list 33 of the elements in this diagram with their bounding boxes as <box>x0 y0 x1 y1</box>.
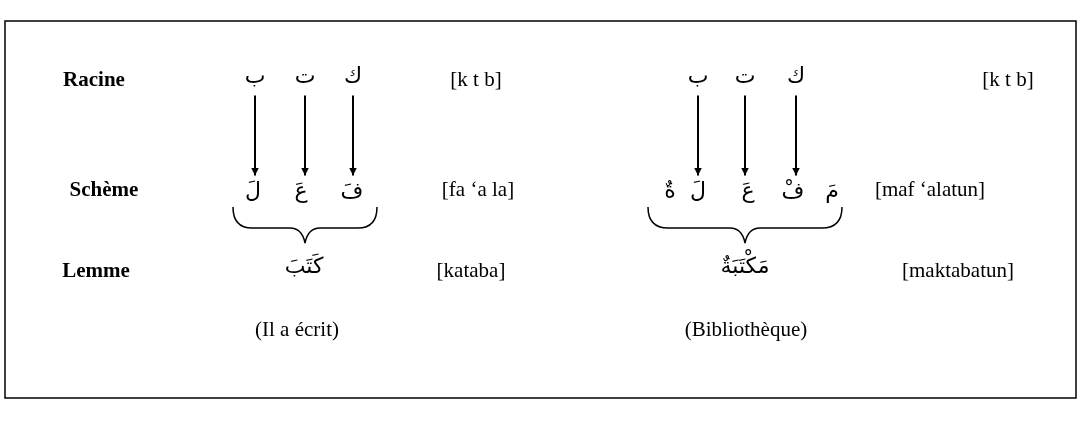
row-heading: Schème <box>69 177 139 203</box>
letter: مَ <box>825 173 839 207</box>
letter: لَ <box>245 173 261 207</box>
letter: ك <box>786 58 806 92</box>
arrow <box>741 94 749 177</box>
letter: ت <box>734 58 756 92</box>
transliteration: [maktabatun] <box>902 258 1014 284</box>
letter: ت <box>294 58 316 92</box>
arabic-word: كَتَبَ <box>284 251 324 280</box>
arrow <box>694 94 702 177</box>
transliteration: [kataba] <box>436 258 506 284</box>
letter: فَ <box>340 173 364 207</box>
arabic-word: مَكْتَبَةٌ <box>720 248 770 282</box>
arrow <box>349 94 357 177</box>
transliteration: [k t b] <box>450 67 502 93</box>
letter: ةٌ <box>664 173 676 207</box>
letter: ب <box>244 58 266 92</box>
letter: ب <box>687 58 709 92</box>
transliteration: (Il a écrit) <box>255 317 339 343</box>
letter: عَ <box>294 173 308 207</box>
transliteration: (Bibliothèque) <box>684 317 808 343</box>
letter: لَ <box>690 173 706 207</box>
row-heading: Lemme <box>62 258 130 284</box>
letter: فْ <box>781 173 805 207</box>
letter: عَ <box>741 173 755 207</box>
row-heading: Racine <box>63 67 125 93</box>
transliteration: [fa ‘a la] <box>441 177 515 203</box>
arrow <box>251 94 259 177</box>
arrow <box>792 94 800 177</box>
transliteration: [k t b] <box>982 67 1034 93</box>
letter: ك <box>343 58 363 92</box>
transliteration: [maf ‘alatun] <box>874 177 986 203</box>
arrow <box>301 94 309 177</box>
